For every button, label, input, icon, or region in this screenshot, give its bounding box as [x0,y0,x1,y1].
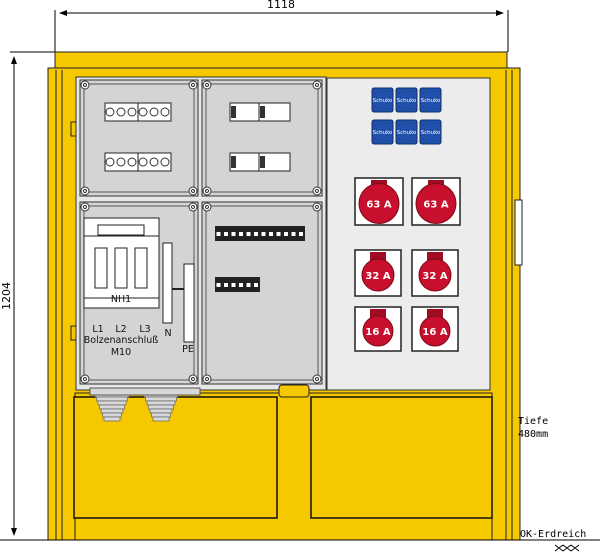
bolt-icon [202,374,212,384]
breaker[interactable] [239,283,243,287]
bolt-icon [188,202,198,212]
bolt-icon [80,186,90,196]
socket-rating: 63 A [423,200,448,211]
socket-rating: 63 A [366,200,391,211]
bolt-icon [312,80,322,90]
bolt-icon [80,374,90,384]
phase-label: L3 [139,324,150,335]
fuse-strip [104,152,172,172]
breaker[interactable] [254,232,258,236]
neutral-label: N [164,328,171,339]
panel-box [79,79,199,197]
cee-socket[interactable]: 16 A [411,306,459,352]
breaker[interactable] [216,232,221,236]
height-label: 1204 [0,282,13,310]
earth-bar [183,263,195,343]
depth-value: 480mm [518,429,548,440]
breaker[interactable] [246,232,251,236]
socket-rating: 16 A [365,327,390,338]
ground-hatch-icon [554,544,580,552]
breaker[interactable] [284,232,288,236]
bolt-icon [312,374,322,384]
cee-socket[interactable]: 16 A [354,306,402,352]
breaker[interactable] [291,232,296,236]
panel-box [201,79,323,197]
breaker[interactable] [261,232,266,236]
bolt-icon [312,186,322,196]
socket-rating: 32 A [365,271,390,282]
breaker[interactable] [276,232,281,236]
schuko-socket[interactable]: Schuko [395,87,418,113]
breaker-row [215,226,305,241]
phase-label: L1 [92,324,103,335]
bolt-icon [80,202,90,212]
bolt-icon [312,202,322,212]
schuko-socket[interactable]: Schuko [371,119,394,145]
schuko-socket[interactable]: Schuko [395,119,418,145]
cee-socket[interactable]: 32 A [411,249,459,297]
nh1-label: NH1 [111,294,131,305]
breaker-row [215,277,260,292]
breaker[interactable] [224,283,228,287]
earth-label: PE [182,344,194,355]
meter-breaker [229,102,291,122]
door-handle[interactable] [514,199,523,266]
cee-socket[interactable]: 63 A [411,177,461,226]
roof [54,51,508,69]
schuko-label: Schuko [421,130,441,136]
bolt-icon [80,80,90,90]
breaker[interactable] [239,232,243,236]
width-label: 1118 [267,0,295,11]
schuko-socket[interactable]: Schuko [371,87,394,113]
breaker[interactable] [231,283,236,287]
breaker[interactable] [254,283,258,287]
bolt-icon [202,80,212,90]
bolt-icon [188,186,198,196]
ground-label: OK-Erdreich [520,529,586,540]
depth-label: Tiefe [518,416,548,427]
schuko-label: Schuko [421,98,441,104]
schuko-socket[interactable]: Schuko [419,87,442,113]
breaker[interactable] [299,232,303,236]
breaker[interactable] [224,232,228,236]
bolt-icon [202,202,212,212]
bolt-icon [202,186,212,196]
breaker[interactable] [216,283,221,287]
height-dimension: 1204 [0,51,55,536]
width-dimension: 1118 [54,0,509,52]
schuko-socket[interactable]: Schuko [419,119,442,145]
breaker[interactable] [246,283,251,287]
breaker[interactable] [231,232,236,236]
phase-label: L2 [115,324,126,335]
meter-breaker [229,152,291,172]
plinth-compartment-right [310,396,493,519]
cee-socket[interactable]: 32 A [354,249,402,297]
schuko-label: Schuko [397,130,417,136]
cee-socket[interactable]: 63 A [354,177,404,226]
connection-label: Bolzenanschluß [84,335,159,346]
fuse-strip [104,102,172,122]
schuko-label: Schuko [373,98,393,104]
socket-rating: 32 A [422,271,447,282]
schuko-label: Schuko [373,130,393,136]
nh1-switch: NH1 [83,217,160,309]
neutral-bar [162,242,184,324]
bolt-icon [188,80,198,90]
bolt-icon [188,374,198,384]
socket-rating: 16 A [422,327,447,338]
schuko-label: Schuko [397,98,417,104]
bolt-label: M10 [111,347,131,358]
breaker[interactable] [269,232,273,236]
